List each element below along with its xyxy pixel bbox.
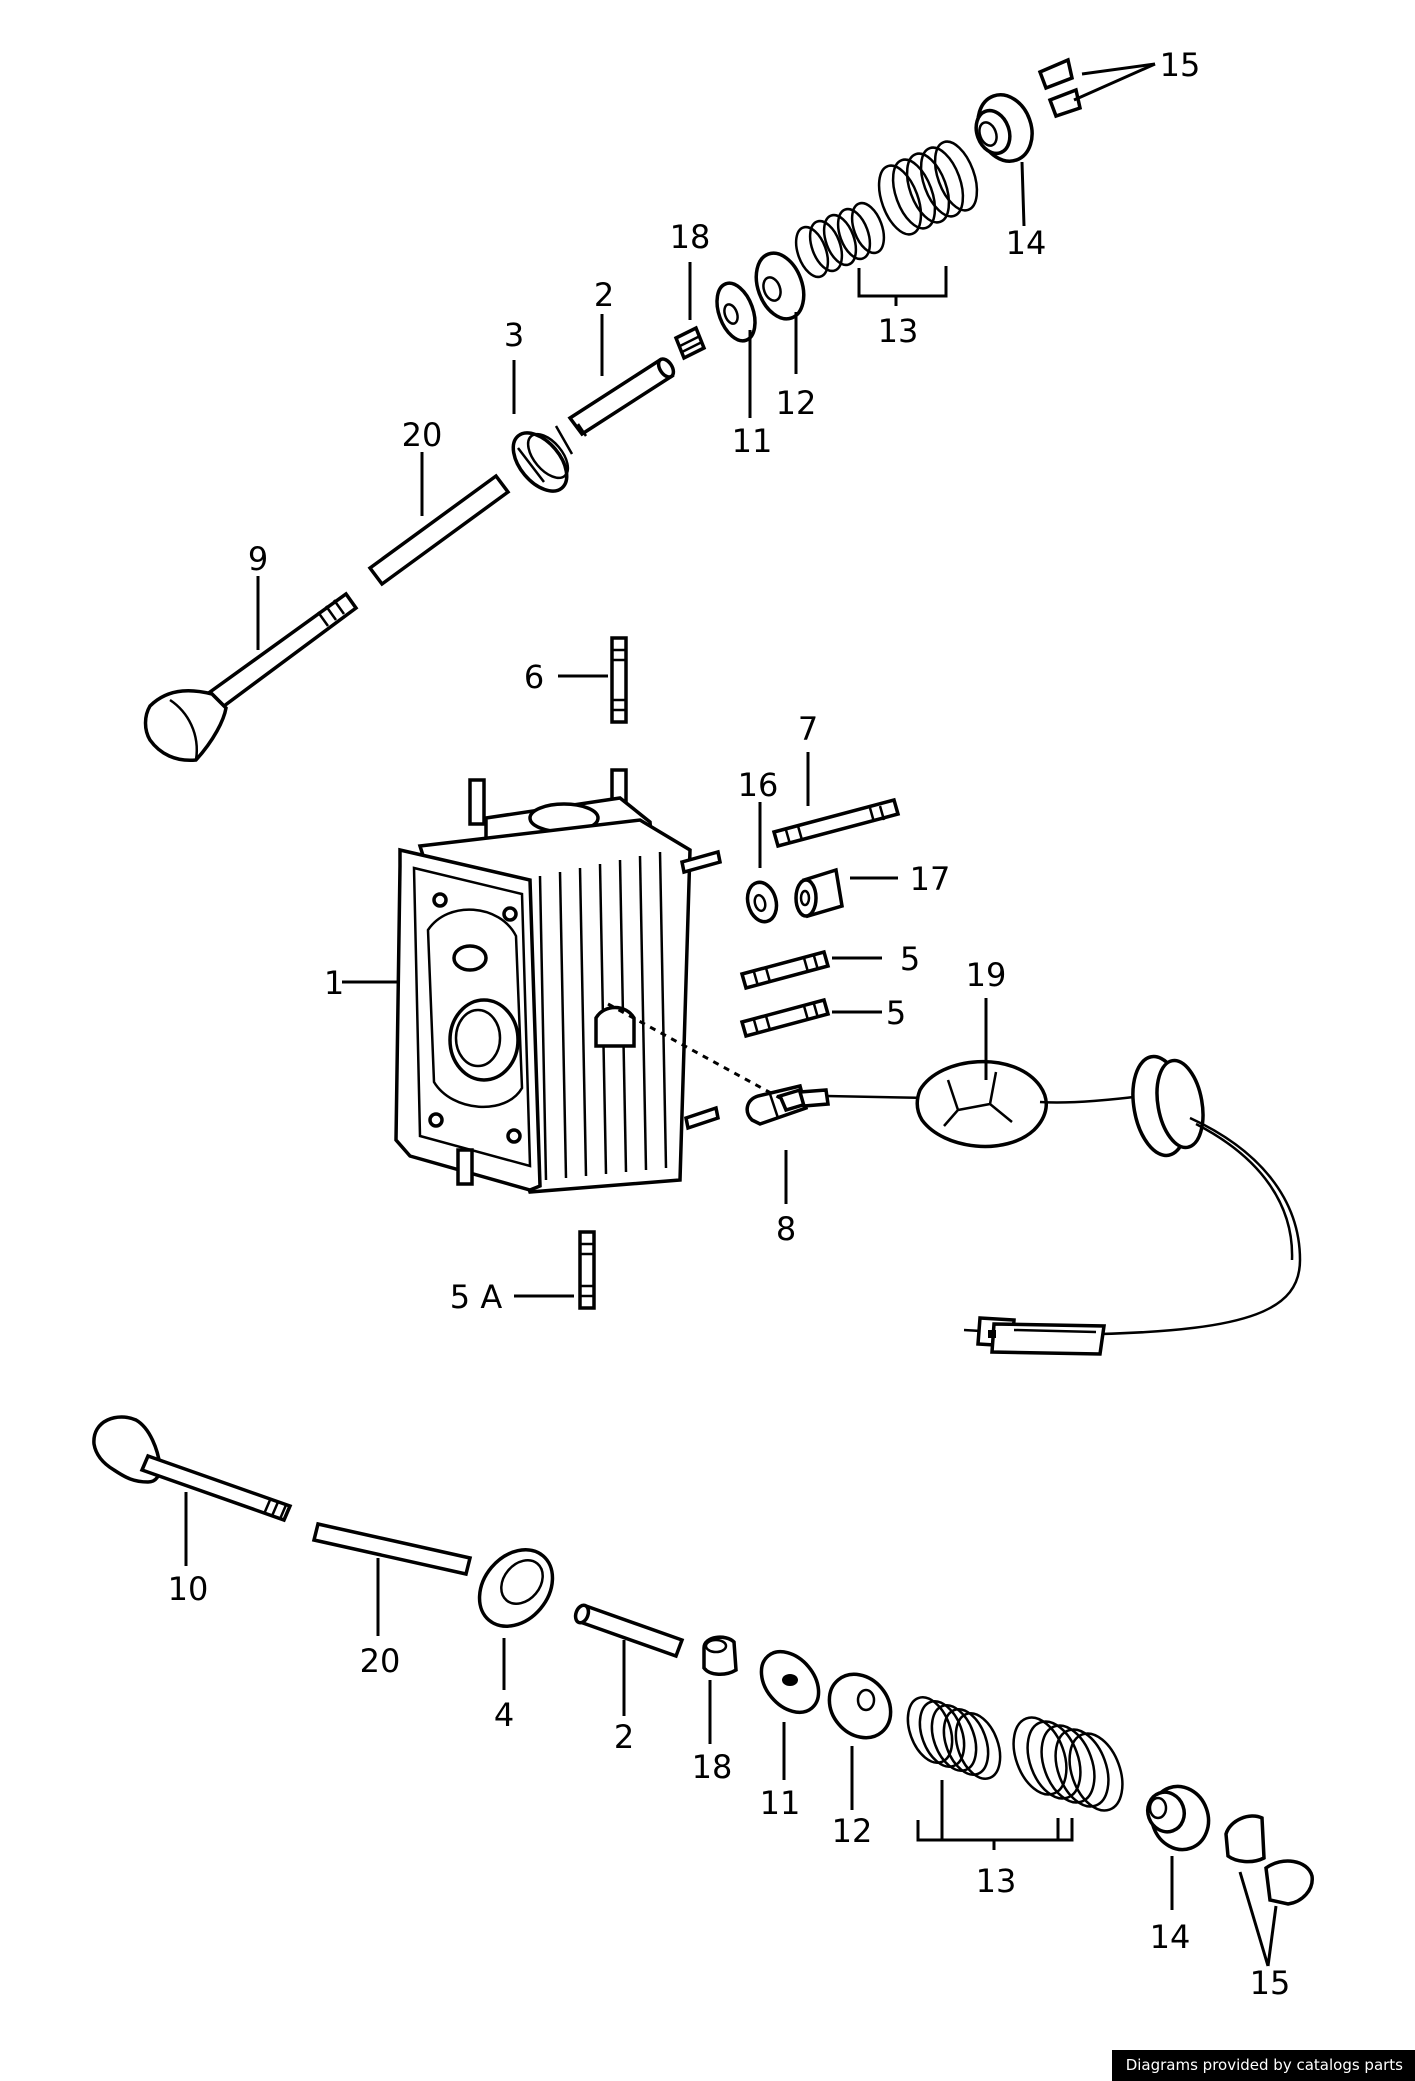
label-7: 7 bbox=[798, 710, 818, 748]
label-11-top: 11 bbox=[732, 422, 773, 460]
label-16: 16 bbox=[738, 766, 779, 804]
part-12-spring-seat-top[interactable] bbox=[748, 247, 813, 326]
part-18-valve-stem-seal-top[interactable] bbox=[673, 325, 707, 361]
label-5A: 5 A bbox=[450, 1278, 503, 1316]
part-17-nut[interactable] bbox=[794, 867, 844, 919]
label-15-bottom: 15 bbox=[1250, 1964, 1291, 2002]
label-19: 19 bbox=[966, 956, 1007, 994]
label-12-top: 12 bbox=[776, 384, 817, 422]
label-13-bottom: 13 bbox=[976, 1862, 1017, 1900]
part-10-exhaust-valve[interactable] bbox=[92, 1415, 293, 1523]
label-14-top: 14 bbox=[1006, 224, 1047, 262]
label-4: 4 bbox=[494, 1696, 514, 1734]
label-6: 6 bbox=[524, 658, 544, 696]
part-20-tube-top[interactable] bbox=[367, 473, 511, 587]
label-2-top: 2 bbox=[594, 276, 614, 314]
part-16-washer[interactable] bbox=[743, 879, 780, 925]
part-19-temperature-sensor[interactable] bbox=[607, 1002, 1302, 1356]
diagram-credit-badge: Diagrams provided by catalogs parts bbox=[1111, 2050, 1415, 2081]
label-12-bottom: 12 bbox=[832, 1812, 873, 1850]
part-15-valve-keepers-bottom[interactable] bbox=[1224, 1814, 1314, 1906]
label-14-bottom: 14 bbox=[1150, 1918, 1191, 1956]
part-4-valve-seat-ring-bottom[interactable] bbox=[464, 1535, 567, 1640]
label-9: 9 bbox=[248, 540, 268, 578]
label-5-lower: 5 bbox=[886, 994, 906, 1032]
part-3-valve-seat-ring-top[interactable] bbox=[503, 423, 577, 501]
label-15-top: 15 bbox=[1160, 46, 1201, 84]
part-20-tube-bottom[interactable] bbox=[311, 1521, 473, 1577]
part-14-spring-retainer-bottom[interactable] bbox=[1142, 1778, 1217, 1857]
bottom-valve-assembly bbox=[92, 1415, 1314, 1906]
part-18-valve-stem-seal-bottom[interactable] bbox=[702, 1635, 738, 1676]
part-13-valve-springs-bottom[interactable] bbox=[900, 1691, 1133, 1818]
part-15-valve-keepers-top[interactable] bbox=[1037, 57, 1083, 119]
part-6-stud[interactable] bbox=[610, 636, 628, 724]
part-12-spring-seat-bottom[interactable] bbox=[817, 1662, 904, 1750]
label-1: 1 bbox=[324, 964, 344, 1002]
part-9-intake-valve[interactable] bbox=[143, 591, 359, 763]
part-2-valve-guide-bottom[interactable] bbox=[573, 1603, 685, 1659]
label-17: 17 bbox=[910, 860, 951, 898]
part-14-spring-retainer-top[interactable] bbox=[969, 87, 1041, 169]
label-18-bottom: 18 bbox=[692, 1748, 733, 1786]
label-3-top: 3 bbox=[504, 316, 524, 354]
part-13-valve-springs-top[interactable] bbox=[790, 136, 985, 281]
label-2-bottom: 2 bbox=[614, 1718, 634, 1756]
part-11-washer-bottom[interactable] bbox=[750, 1641, 830, 1724]
label-18-top: 18 bbox=[670, 218, 711, 256]
label-20-bottom: 20 bbox=[360, 1642, 401, 1680]
part-2-valve-guide-top[interactable] bbox=[567, 356, 676, 437]
part-11-washer-top[interactable] bbox=[710, 278, 762, 346]
label-20-top: 20 bbox=[402, 416, 443, 454]
label-8: 8 bbox=[776, 1210, 796, 1248]
part-7-stud[interactable] bbox=[771, 797, 901, 849]
label-13-top: 13 bbox=[878, 312, 919, 350]
label-5-upper: 5 bbox=[900, 940, 920, 978]
part-5-stud-upper[interactable] bbox=[739, 949, 831, 991]
leader-lines bbox=[184, 62, 1278, 1967]
part-5-stud-lower[interactable] bbox=[739, 997, 831, 1039]
part-5A-stud[interactable] bbox=[578, 1230, 596, 1310]
label-10: 10 bbox=[168, 1570, 209, 1608]
part-number-labels: 15 14 13 12 11 18 2 3 20 9 6 7 16 17 1 5… bbox=[168, 46, 1291, 2002]
part-1-cylinder-head[interactable] bbox=[394, 768, 723, 1194]
label-11-bottom: 11 bbox=[760, 1784, 801, 1822]
top-valve-assembly bbox=[143, 57, 1083, 763]
